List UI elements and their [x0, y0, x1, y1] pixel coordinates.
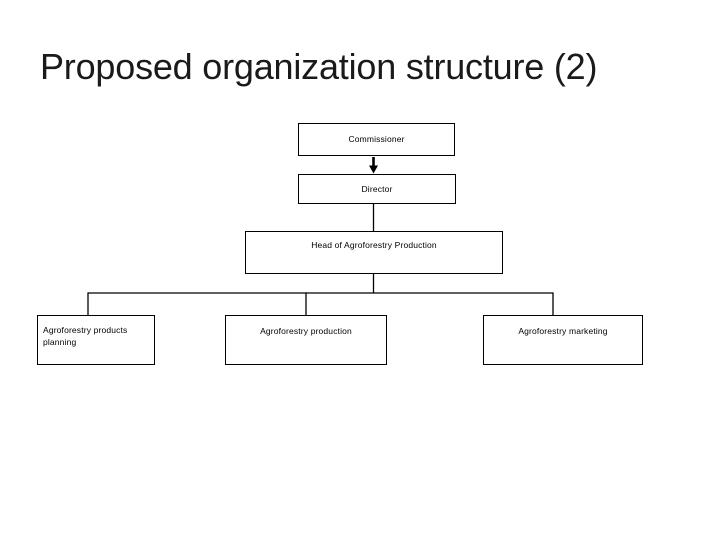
org-node-production: Agroforestry production [225, 315, 387, 365]
org-node-planning-label: Agroforestry products planning [43, 325, 128, 347]
org-node-director-label: Director [361, 184, 393, 194]
org-node-commissioner-label: Commissioner [348, 134, 405, 144]
org-node-planning: Agroforestry products planning [37, 315, 155, 365]
connector-commissioner-director [369, 157, 378, 174]
org-node-production-label: Agroforestry production [260, 326, 352, 336]
org-node-director: Director [298, 174, 456, 204]
slide-title: Proposed organization structure (2) [40, 46, 598, 87]
org-node-head: Head of Agroforestry Production [245, 231, 503, 274]
org-node-marketing: Agroforestry marketing [483, 315, 643, 365]
org-node-head-label: Head of Agroforestry Production [311, 240, 437, 250]
org-node-commissioner: Commissioner [298, 123, 455, 156]
org-node-marketing-label: Agroforestry marketing [518, 326, 608, 336]
down-arrowhead-icon [369, 165, 378, 174]
